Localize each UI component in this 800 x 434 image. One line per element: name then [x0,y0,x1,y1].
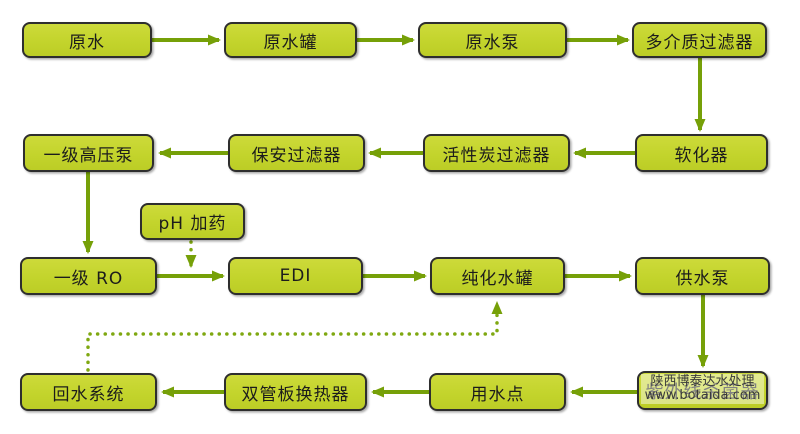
node-uv-sterilizer-label: 紫外线杀菌器 [645,381,760,403]
node-raw-tank-label: 原水罐 [263,32,318,53]
node-softener[interactable]: 软化器 [635,134,768,172]
node-edi-label: EDI [279,266,312,286]
node-ph-dosing[interactable]: pH 加药 [140,203,245,240]
node-multimedia-filter-label: 多介质过滤器 [645,32,754,53]
node-supply-pump-label: 供水泵 [675,268,730,289]
node-use-point[interactable]: 用水点 [429,373,566,411]
node-edi[interactable]: EDI [228,257,363,295]
node-softener-label: 软化器 [674,145,729,166]
node-ro-label: 一级 RO [53,268,124,289]
node-purified-tank[interactable]: 纯化水罐 [430,257,565,295]
node-return-system-label: 回水系统 [52,384,125,405]
node-raw-water-label: 原水 [69,32,105,53]
node-raw-water[interactable]: 原水 [22,22,152,58]
node-multimedia-filter[interactable]: 多介质过滤器 [632,22,767,58]
node-heat-exchanger-label: 双管板换热器 [241,384,350,405]
node-ph-dosing-label: pH 加药 [158,214,227,234]
node-security-filter[interactable]: 保安过滤器 [228,134,365,172]
node-uv-sterilizer[interactable]: 紫外线杀菌器 陕西博泰达水处理 www.botaida.com [637,371,768,410]
node-supply-pump[interactable]: 供水泵 [635,257,770,295]
node-use-point-label: 用水点 [470,384,525,405]
node-high-pressure-pump[interactable]: 一级高压泵 [23,134,154,172]
node-purified-tank-label: 纯化水罐 [461,268,534,289]
dotted-arrow-return-system-to-purified-tank [86,301,503,372]
node-high-pressure-pump-label: 一级高压泵 [43,145,134,166]
node-raw-pump-label: 原水泵 [465,32,520,53]
node-raw-pump[interactable]: 原水泵 [418,22,567,58]
node-raw-tank[interactable]: 原水罐 [224,22,357,58]
node-heat-exchanger[interactable]: 双管板换热器 [224,373,367,411]
node-carbon-filter[interactable]: 活性炭过滤器 [423,134,570,172]
node-carbon-filter-label: 活性炭过滤器 [442,145,551,166]
node-return-system[interactable]: 回水系统 [20,373,157,411]
node-ro[interactable]: 一级 RO [20,257,157,295]
node-security-filter-label: 保安过滤器 [251,145,342,166]
